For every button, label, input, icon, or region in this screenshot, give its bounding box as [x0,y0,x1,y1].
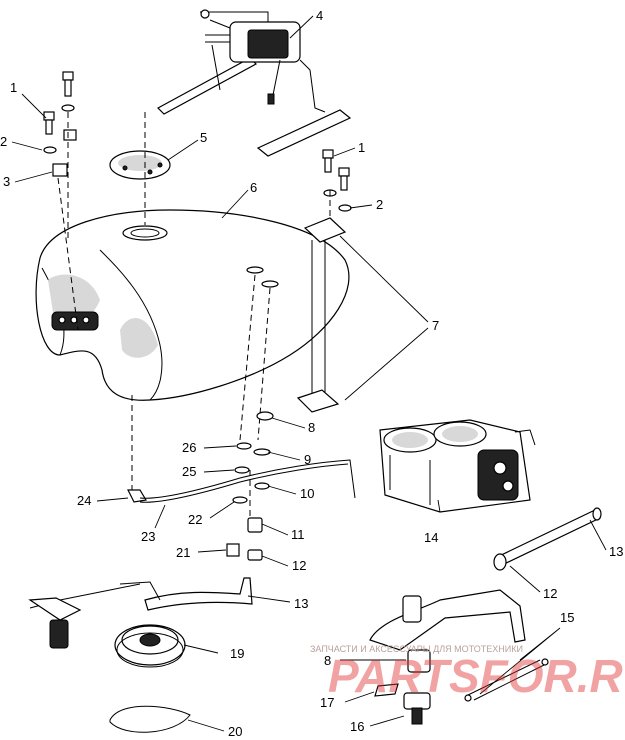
tank-strap-bracket [296,217,347,413]
callout-labels: 1 2 3 4 5 6 1 2 7 8 26 9 25 10 24 22 11 … [0,8,623,739]
callout-2: 2 [376,197,383,212]
callout-15: 15 [560,610,574,625]
callout-9: 9 [304,452,311,467]
callout-20: 20 [228,724,242,739]
fasteners-left [43,71,77,177]
callout-12: 12 [292,558,306,573]
fuel-filter-assembly [28,581,186,668]
callout-14: 14 [424,530,438,545]
callout-1: 1 [358,140,365,155]
callout-1: 1 [10,80,17,95]
watermark: ЗАПЧАСТИ И АКСЕССУАРЫ ДЛЯ МОТОТЕХНИКИ PA… [310,644,625,702]
fuel-hose [144,577,253,611]
callout-21: 21 [176,545,190,560]
callout-8: 8 [308,420,315,435]
callout-23: 23 [141,529,155,544]
leader-lines [11,15,607,732]
callout-3: 3 [3,174,10,189]
callout-16: 16 [350,719,364,734]
watermark-logo: PARTSFOR.RU [328,650,625,702]
callout-22: 22 [188,512,202,527]
callout-2: 2 [0,134,7,149]
callout-5: 5 [200,130,207,145]
fuel-line [139,459,356,499]
callout-13: 13 [294,596,308,611]
fuel-line-outer [139,463,349,503]
assembly-lines [57,112,331,520]
throttle-body [379,419,536,513]
callout-13: 13 [609,544,623,559]
retaining-clip [109,705,191,733]
fuel-line-hardware [127,411,274,561]
callout-12: 12 [543,586,557,601]
fuel-cap [109,150,171,180]
callout-8: 8 [324,653,331,668]
callout-17: 17 [320,695,334,710]
fuel-tank [35,209,350,401]
callout-11: 11 [291,527,305,542]
callout-25: 25 [182,464,196,479]
callout-7: 7 [432,318,439,333]
callout-10: 10 [300,486,314,501]
callout-26: 26 [182,440,196,455]
callout-4: 4 [316,8,323,23]
callout-24: 24 [77,493,91,508]
fuel-rail-injector [369,589,549,725]
watermark-caption: ЗАПЧАСТИ И АКСЕССУАРЫ ДЛЯ МОТОТЕХНИКИ [310,644,523,654]
callout-19: 19 [230,646,244,661]
fuel-rail-tube [493,507,602,571]
fasteners-right [322,149,352,212]
fuel-pump-assembly [157,9,352,157]
callout-6: 6 [250,180,257,195]
